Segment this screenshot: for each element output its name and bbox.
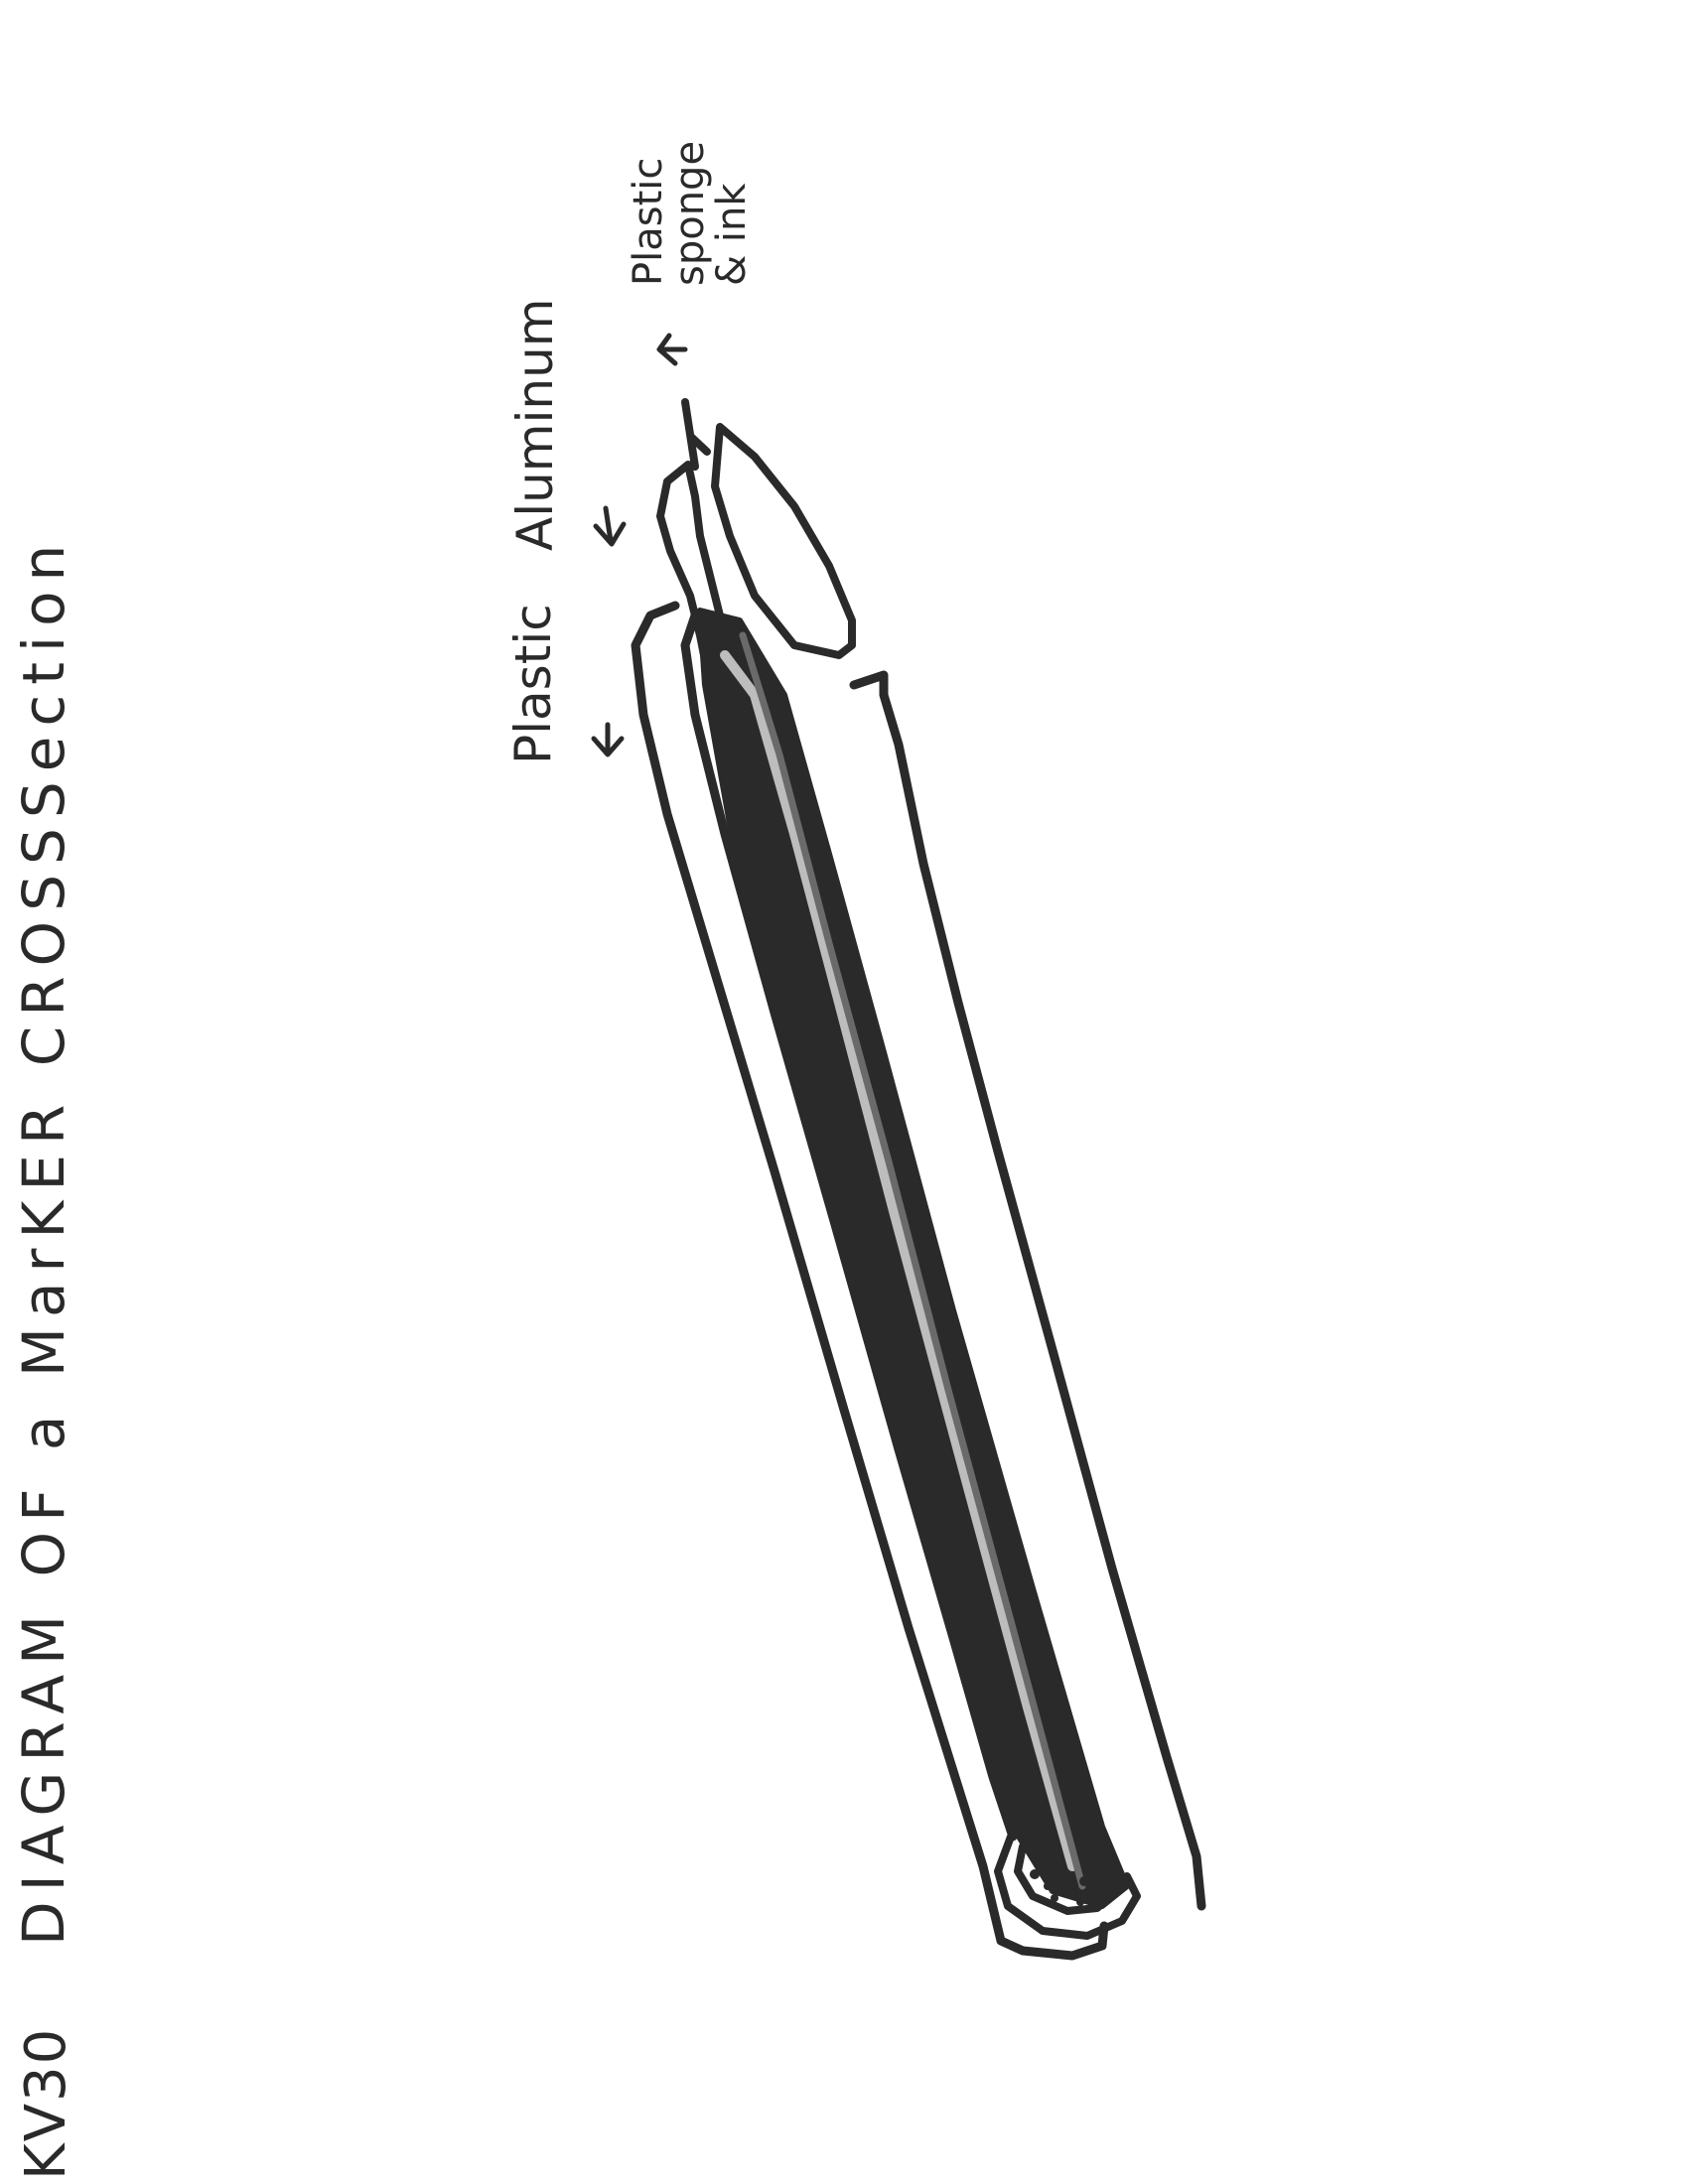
marker-tip (685, 402, 707, 467)
arrow-down-icon (594, 725, 622, 754)
arrow-down-icon (596, 508, 624, 544)
arrow-left-icon (659, 336, 685, 363)
